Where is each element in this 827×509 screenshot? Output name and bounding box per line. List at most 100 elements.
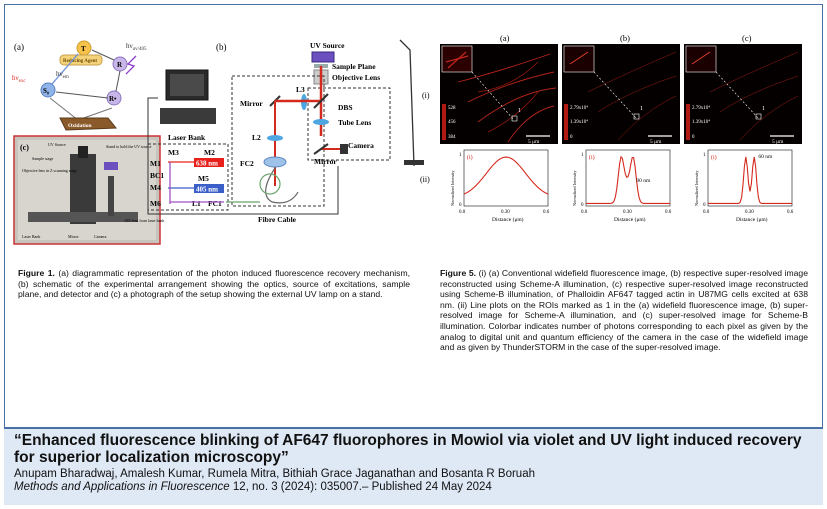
svg-text:5 μm: 5 μm [772, 139, 784, 145]
svg-text:5 μm: 5 μm [528, 139, 540, 145]
x-tick-label: 0.6 [787, 210, 794, 215]
plot-frame [707, 149, 793, 207]
uv-source [311, 51, 335, 63]
figure-1-caption: Figure 1. (a) diagrammatic representatio… [18, 268, 410, 300]
svg-text:R•: R• [109, 95, 117, 103]
dissociation-shape [59, 117, 118, 131]
peak-separation-annotation: 60 nm [758, 154, 773, 160]
svg-text:M1: M1 [150, 159, 161, 168]
x-tick-label: 0.30 [501, 210, 510, 215]
svg-text:Objective lens in Z scanning s: Objective lens in Z scanning stage [22, 168, 77, 173]
x-axis-label: Distance (μm) [492, 216, 524, 222]
image-panel-c: 1 2.79x10⁴ 1.39x10⁴ 0 5 μm [684, 44, 802, 145]
svg-text:Mirror: Mirror [68, 234, 79, 239]
svg-text:DBS: DBS [338, 103, 353, 112]
image-panel-b: 1 2.79x10⁴ 1.39x10⁴ 0 5 μm [562, 44, 680, 145]
svg-text:L1: L1 [192, 199, 201, 208]
svg-text:UV Source: UV Source [310, 41, 345, 50]
y-tick-label: 1 [459, 153, 462, 158]
plot-line [708, 156, 792, 204]
svg-text:10X lens from laser bank: 10X lens from laser bank [124, 218, 164, 223]
plot-frame [585, 149, 671, 207]
peak-separation-annotation: 90 nm [636, 178, 651, 184]
journal-name: Methods and Applications in Fluorescence [14, 481, 230, 493]
x-tick-label: 0.0 [703, 210, 710, 215]
row-label-ii: (ii) [420, 175, 430, 184]
figure-1: (a) T R S₀ R• Reducing Agent Oxidation h… [12, 39, 424, 245]
svg-text:1: 1 [518, 108, 521, 114]
svg-text:528: 528 [448, 106, 456, 111]
svg-text:384: 384 [448, 135, 456, 140]
y-axis-label: Normalized Intensity [572, 170, 577, 206]
svg-text:Stand to hold the UV source: Stand to hold the UV source [106, 144, 152, 149]
y-tick-label: 0 [703, 203, 706, 208]
svg-text:Mirror: Mirror [314, 157, 337, 166]
svg-text:0: 0 [570, 135, 573, 140]
panel-a-label: (a) [14, 42, 24, 52]
svg-text:M3: M3 [168, 148, 179, 157]
figure-5: (a) (b) (c) (i) (ii) 1 528 456 384 5 μm … [420, 33, 802, 222]
laser-638 [194, 158, 224, 167]
plot-tag: (i) [467, 154, 473, 161]
col-label-a: (a) [500, 33, 510, 43]
svg-text:638 nm: 638 nm [196, 160, 218, 168]
laser-405 [194, 184, 224, 193]
svg-text:5 μm: 5 μm [650, 139, 662, 145]
svg-text:Objective Lens: Objective Lens [332, 73, 380, 82]
plot-line [463, 156, 549, 195]
svg-text:1: 1 [762, 106, 765, 112]
svg-text:Reducing Agent: Reducing Agent [63, 59, 97, 64]
svg-text:T: T [81, 45, 86, 53]
svg-text:1.39x10⁴: 1.39x10⁴ [692, 119, 710, 125]
svg-text:M5: M5 [198, 174, 209, 183]
plot-tag: (i) [589, 154, 595, 161]
svg-text:2.79x10⁴: 2.79x10⁴ [570, 105, 588, 111]
y-tick-label: 1 [703, 153, 706, 158]
y-axis-label: Normalized Intensity [450, 170, 455, 206]
paper-authors: Anupam Bharadwaj, Amalesh Kumar, Rumela … [14, 468, 535, 480]
citation-details: 12, no. 3 (2024): 035007.– Published 24 … [229, 481, 492, 493]
paper-title: “Enhanced fluorescence blinking of AF647… [14, 432, 802, 466]
svg-text:FC1: FC1 [208, 199, 222, 208]
y-axis-label: Normalized Intensity [694, 170, 699, 206]
col-label-c: (c) [742, 33, 752, 43]
x-axis-label: Distance (μm) [736, 216, 768, 222]
svg-text:Sample Plane: Sample Plane [332, 62, 376, 71]
svg-text:L3: L3 [296, 85, 305, 94]
svg-text:0: 0 [692, 135, 695, 140]
svg-text:hνexc: hνexc [12, 74, 26, 84]
svg-text:Laser Bank: Laser Bank [168, 133, 206, 142]
svg-text:Sample stage: Sample stage [32, 156, 53, 161]
row-label-i: (i) [422, 91, 430, 100]
svg-text:Laser Bank: Laser Bank [22, 234, 40, 239]
svg-text:Tube Lens: Tube Lens [338, 118, 371, 127]
svg-text:Fibre Cable: Fibre Cable [258, 215, 297, 224]
figure-5-caption: Figure 5. (i) (a) Conventional widefield… [440, 268, 808, 353]
svg-text:Camera: Camera [94, 234, 107, 239]
image-panel-a: 1 528 456 384 5 μm [440, 44, 558, 145]
paper-reference: “Enhanced fluorescence blinking of AF647… [4, 427, 823, 505]
x-tick-label: 0.6 [543, 210, 550, 215]
svg-text:1: 1 [640, 106, 643, 112]
svg-text:S₀: S₀ [43, 87, 49, 95]
svg-text:R: R [117, 61, 123, 69]
svg-text:L2: L2 [252, 133, 261, 142]
svg-text:UV Source: UV Source [48, 142, 66, 147]
x-tick-label: 0.6 [665, 210, 672, 215]
svg-text:BC1: BC1 [150, 171, 164, 180]
x-tick-label: 0.0 [581, 210, 588, 215]
x-tick-label: 0.30 [623, 210, 632, 215]
state-s0 [40, 82, 56, 98]
y-tick-label: 0 [459, 203, 462, 208]
svg-text:Camera: Camera [348, 141, 374, 150]
svg-text:405 nm: 405 nm [196, 186, 218, 194]
svg-text:M6: M6 [150, 199, 161, 208]
svg-text:456: 456 [448, 120, 456, 125]
svg-text:hνem: hνem [56, 70, 69, 80]
plot-frame [463, 149, 549, 207]
x-tick-label: 0.0 [459, 210, 466, 215]
y-tick-label: 1 [581, 153, 584, 158]
x-tick-label: 0.30 [745, 210, 754, 215]
y-tick-label: 0 [581, 203, 584, 208]
col-label-b: (b) [620, 33, 630, 43]
